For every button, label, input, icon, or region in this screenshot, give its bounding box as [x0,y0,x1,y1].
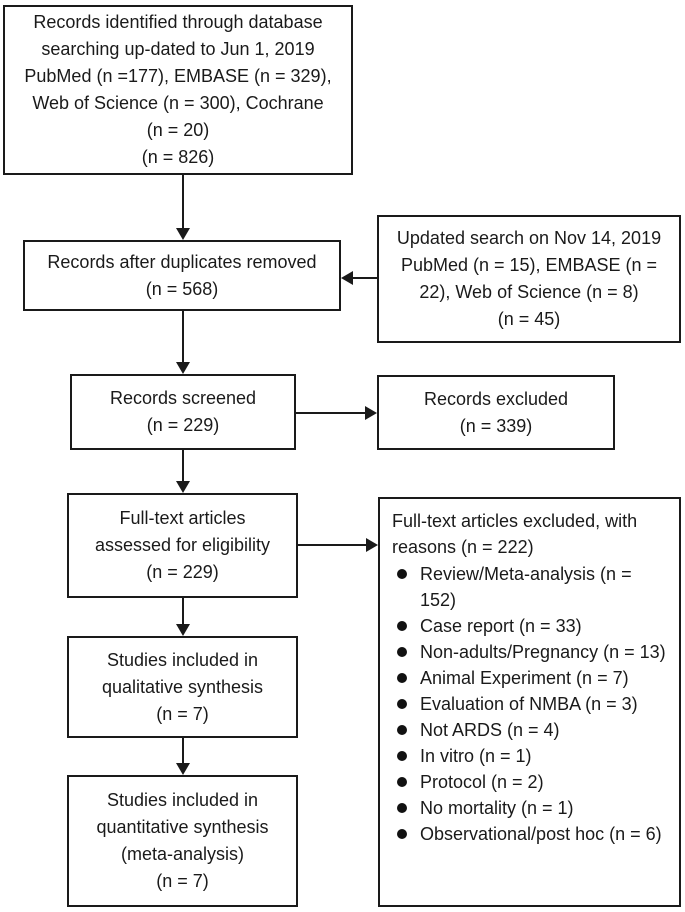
arrow-down-icon [176,362,190,374]
box-duplicates-removed: Records after duplicates removed (n = 56… [23,240,341,311]
fulltext-excluded-reason-list: Review/Meta-analysis (n = 152) Case repo… [392,561,671,847]
arrow-left-icon [341,271,353,285]
list-item: Animal Experiment (n = 7) [392,665,671,691]
arrow-down-icon [176,228,190,240]
bullet-icon [397,699,407,709]
arrow-line [298,544,367,546]
box-fulltext-assessed: Full-text articles assessed for eligibil… [67,493,298,598]
list-item: Not ARDS (n = 4) [392,717,671,743]
list-item: Protocol (n = 2) [392,769,671,795]
fulltext-excluded-header: Full-text articles excluded, with reason… [392,511,638,557]
list-item: Case report (n = 33) [392,613,671,639]
arrow-right-icon [365,406,377,420]
arrow-line [296,412,366,414]
bullet-icon [397,673,407,683]
bullet-icon [397,777,407,787]
box-records-excluded: Records excluded (n = 339) [377,375,615,450]
bullet-icon [397,751,407,761]
arrow-line [352,277,377,279]
bullet-icon [397,647,407,657]
bullet-icon [397,621,407,631]
box-qualitative-synthesis: Studies included in qualitative synthesi… [67,636,298,738]
bullet-icon [397,569,407,579]
bullet-icon [397,829,407,839]
box-quantitative-synthesis: Studies included in quantitative synthes… [67,775,298,907]
box-records-screened: Records screened (n = 229) [70,374,296,450]
list-item: Review/Meta-analysis (n = 152) [392,561,671,613]
box-fulltext-excluded: Full-text articles excluded, with reason… [378,497,681,907]
list-item: Non-adults/Pregnancy (n = 13) [392,639,671,665]
arrow-down-icon [176,481,190,493]
arrow-line [182,311,184,363]
arrow-right-icon [366,538,378,552]
list-item: No mortality (n = 1) [392,795,671,821]
bullet-icon [397,803,407,813]
box-updated-search: Updated search on Nov 14, 2019 PubMed (n… [377,215,681,343]
arrow-down-icon [176,763,190,775]
arrow-line [182,738,184,764]
bullet-icon [397,725,407,735]
list-item: In vitro (n = 1) [392,743,671,769]
arrow-line [182,450,184,482]
list-item: Evaluation of NMBA (n = 3) [392,691,671,717]
box-records-identified: Records identified through database sear… [3,5,353,175]
list-item: Observational/post hoc (n = 6) [392,821,671,847]
arrow-line [182,175,184,230]
arrow-down-icon [176,624,190,636]
arrow-line [182,598,184,625]
